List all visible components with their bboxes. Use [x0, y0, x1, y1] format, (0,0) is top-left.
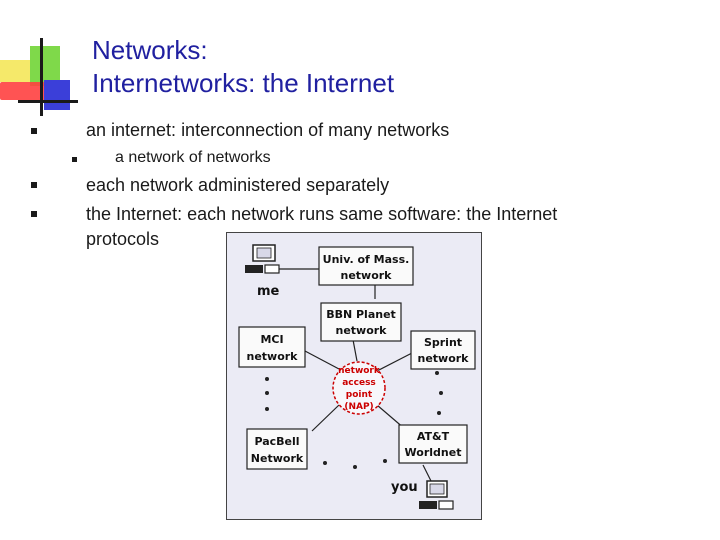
mci-label-line-1: MCI: [260, 333, 283, 346]
mci-label-line-2: network: [246, 350, 298, 363]
sub-bullet-item-1: a network of networks: [115, 149, 271, 166]
bullet-marker: [31, 182, 37, 188]
slide-title-line-1: Networks:: [92, 35, 208, 65]
bullet-marker: [31, 211, 37, 217]
nap-label-line-2: access: [342, 378, 376, 388]
bbn-label-line-2: network: [335, 324, 387, 337]
univ-mass-label-line-2: network: [340, 269, 392, 282]
sub-bullet-marker: [72, 157, 77, 162]
bullet-item-3: the Internet: each network runs same sof…: [86, 204, 558, 224]
att-worldnet-node: AT&T Worldnet: [398, 424, 468, 464]
sprint-label-line-1: Sprint: [424, 336, 462, 349]
univ-mass-label-line-1: Univ. of Mass.: [323, 253, 410, 266]
you-label: you: [391, 480, 418, 495]
internet-diagram-svg: network access point (NAP) Univ. of Mass…: [238, 244, 476, 510]
pacbell-label-line-1: PacBell: [254, 435, 299, 448]
nap-node: network access point (NAP): [332, 361, 386, 415]
att-label-line-2: Worldnet: [405, 446, 462, 459]
bullet-item-3-continuation: protocols: [86, 229, 160, 249]
bbn-planet-network-node: BBN Planet network: [320, 302, 402, 342]
me-label: me: [257, 284, 280, 299]
bullet-marker: [31, 128, 37, 134]
slide-title: Networks: Internetworks: the Internet: [92, 34, 394, 100]
bullet-item-1: an internet: interconnection of many net…: [86, 120, 450, 140]
computer-me-icon: [245, 244, 319, 274]
bullet-item-2: each network administered separately: [86, 175, 390, 195]
bbn-label-line-1: BBN Planet: [326, 308, 396, 321]
mci-network-node: MCI network: [238, 326, 306, 368]
sprint-network-node: Sprint network: [410, 330, 476, 370]
nap-label-line-4: (NAP): [344, 402, 373, 412]
internet-diagram: network access point (NAP) Univ. of Mass…: [226, 232, 482, 520]
pacbell-label-line-2: Network: [251, 452, 304, 465]
nap-label-line-1: network: [338, 366, 381, 376]
sprint-label-line-2: network: [417, 352, 469, 365]
att-label-line-1: AT&T: [417, 430, 450, 443]
computer-you-icon: [419, 464, 454, 510]
connection-dots: [265, 371, 443, 469]
nap-label-line-3: point: [346, 390, 373, 400]
pacbell-network-node: PacBell Network: [246, 428, 308, 470]
slide-logo-decoration: [0, 38, 80, 118]
slide-title-line-2: Internetworks: the Internet: [92, 68, 395, 98]
univ-mass-network-node: Univ. of Mass. network: [318, 246, 414, 286]
